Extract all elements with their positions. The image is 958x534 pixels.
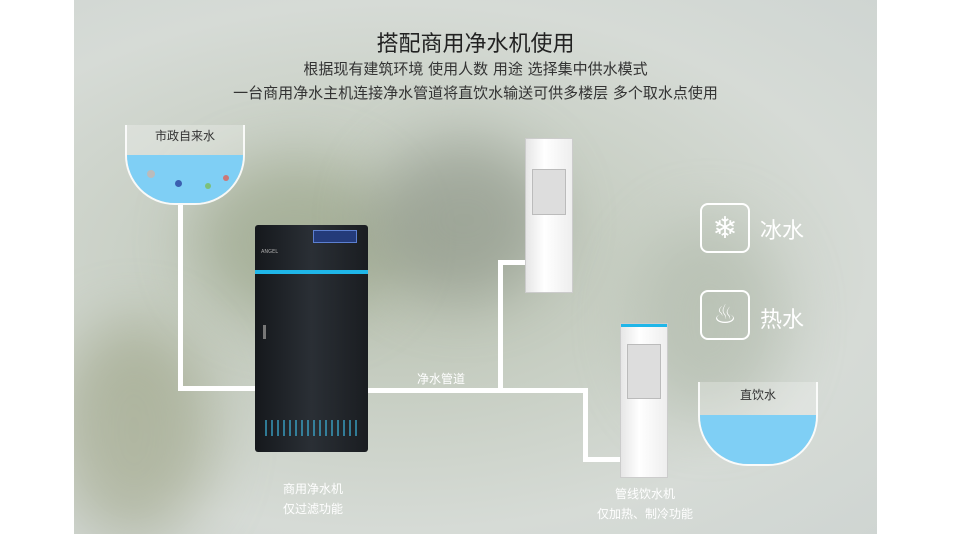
vent-lights bbox=[265, 420, 358, 436]
brand-logo: ANGEL bbox=[261, 249, 278, 255]
subtitle-line-1: 根据现有建筑环境 使用人数 用途 选择集中供水模式 bbox=[303, 60, 648, 78]
water-fill bbox=[700, 414, 816, 464]
pipe-main bbox=[368, 388, 588, 393]
steam-icon: ♨ bbox=[700, 290, 750, 340]
dispenser-lower bbox=[620, 323, 668, 478]
snowflake-icon: ❄ bbox=[700, 203, 750, 253]
tap-area bbox=[532, 169, 566, 215]
tap-area bbox=[627, 344, 661, 399]
pipe-down bbox=[583, 388, 588, 462]
dispenser-desc: 仅加热、制冷功能 bbox=[596, 507, 693, 521]
pipe-to-dispenser-1 bbox=[498, 260, 528, 265]
commercial-purifier: ANGEL bbox=[255, 225, 368, 452]
pipe-source-to-machine bbox=[178, 386, 256, 391]
subtitle-line-2: 一台商用净水主机连接净水管道将直饮水输送可供多楼层 多个取水点使用 bbox=[233, 84, 718, 102]
door-handle[interactable] bbox=[263, 325, 266, 339]
accent-strip bbox=[255, 270, 368, 274]
dispenser-name: 管线饮水机 bbox=[614, 487, 675, 501]
pipe-to-dispenser-2 bbox=[583, 457, 623, 462]
machine-name: 商用净水机 bbox=[282, 482, 343, 496]
pipe-source bbox=[178, 205, 183, 391]
dispenser-upper bbox=[525, 138, 573, 293]
tap-water-label: 市政自来水 bbox=[154, 129, 215, 143]
machine-desc: 仅过滤功能 bbox=[282, 502, 343, 516]
display-panel bbox=[313, 230, 357, 243]
pipe-label: 净水管道 bbox=[417, 372, 466, 386]
product-diagram: 搭配商用净水机使用 根据现有建筑环境 使用人数 用途 选择集中供水模式 一台商用… bbox=[74, 0, 877, 534]
cold-water-label: 冰水 bbox=[760, 219, 805, 244]
hot-water-label: 热水 bbox=[760, 308, 805, 333]
pipe-riser bbox=[498, 260, 503, 391]
tap-water-bowl: 市政自来水 bbox=[125, 125, 245, 205]
page-title: 搭配商用净水机使用 bbox=[376, 32, 575, 57]
drinking-water-label: 直饮水 bbox=[739, 388, 776, 402]
drinking-water-bowl: 直饮水 bbox=[698, 382, 818, 466]
